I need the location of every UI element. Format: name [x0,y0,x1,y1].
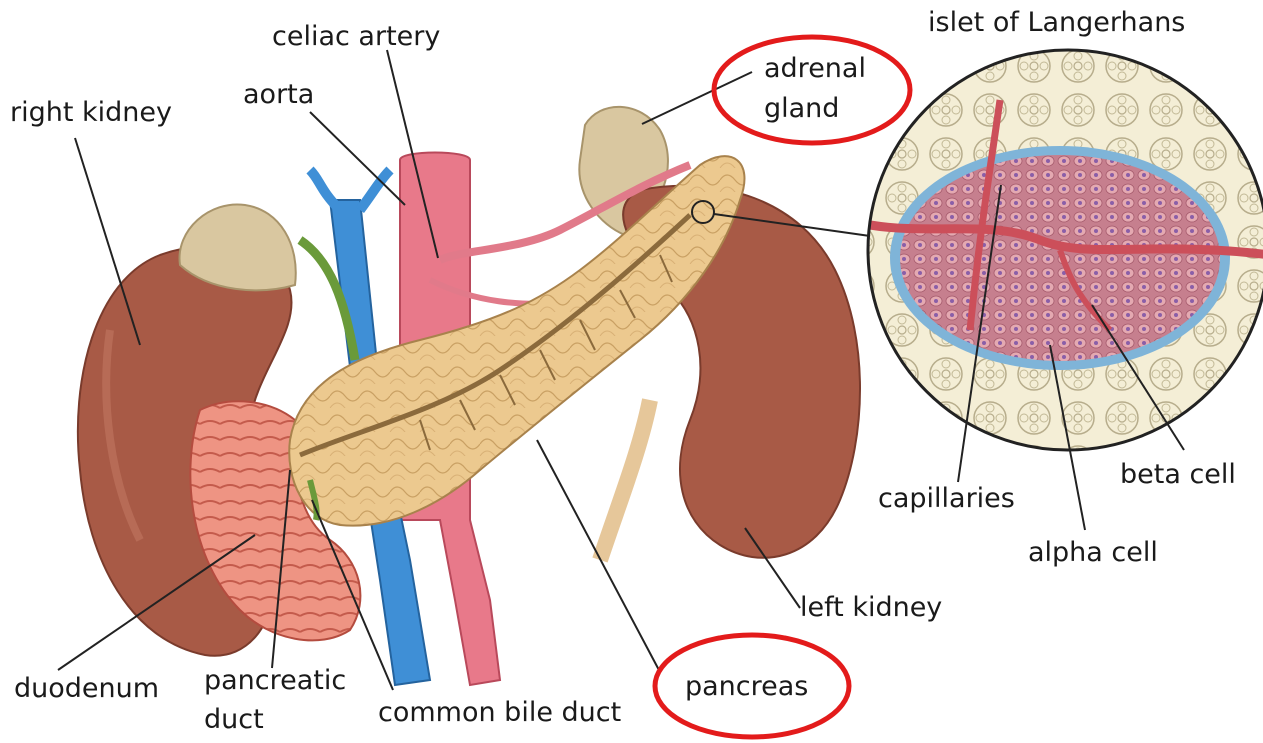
label-right-kidney: right kidney [10,96,172,130]
label-left-kidney: left kidney [800,591,942,625]
label-pancreatic-line2: duct [204,703,264,737]
label-pancreatic-line1: pancreatic [204,664,346,698]
label-celiac-artery: celiac artery [272,20,440,54]
label-adrenal-line1: adrenal [764,52,866,86]
label-duodenum: duodenum [14,672,159,706]
label-common-bile-duct: common bile duct [378,696,621,730]
label-beta-cell: beta cell [1120,458,1236,492]
label-capillaries: capillaries [878,482,1015,516]
label-adrenal-line2: gland [764,92,839,126]
label-alpha-cell: alpha cell [1028,536,1158,570]
label-aorta: aorta [243,78,314,112]
right-adrenal-gland [180,204,296,290]
left-ureter [600,400,650,560]
label-pancreas: pancreas [685,670,808,704]
label-islet-of-langerhans: islet of Langerhans [928,6,1185,40]
